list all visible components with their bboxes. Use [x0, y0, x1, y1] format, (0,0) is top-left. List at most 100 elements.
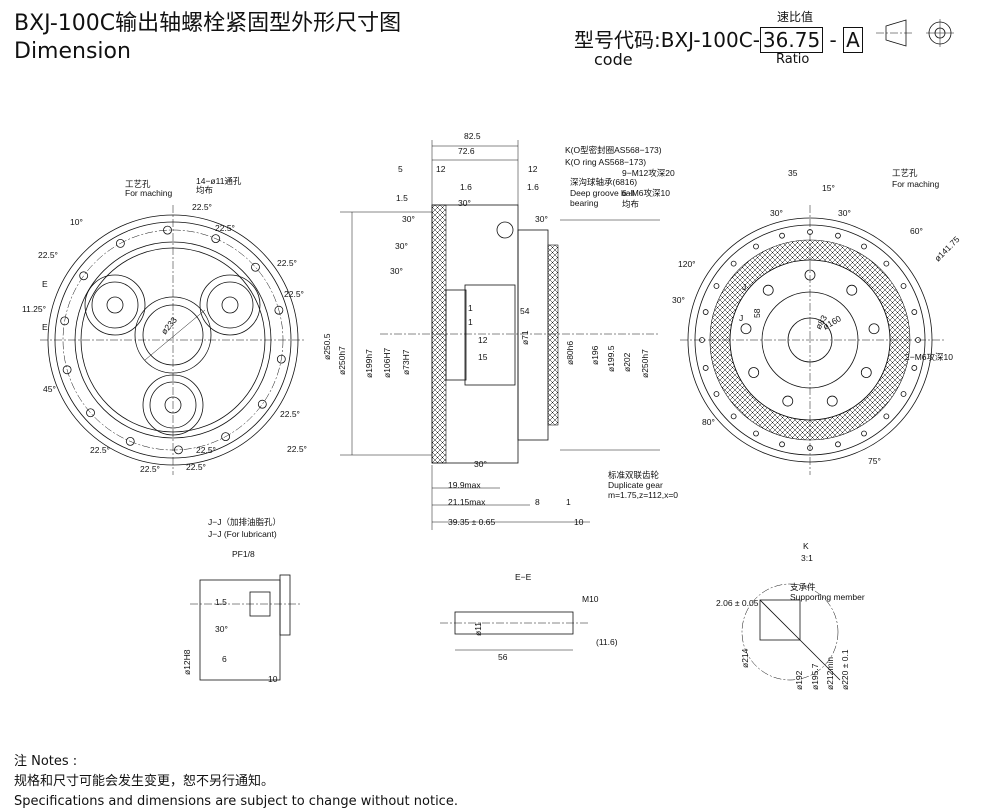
k-scale: 3:1	[801, 553, 813, 563]
section-diameter-10: ø250h7	[640, 349, 650, 378]
left-view-label-7: 22.5°	[38, 250, 58, 260]
section-bottom-dim-3: 8	[535, 497, 540, 507]
right-view-label-8: 30°	[838, 208, 851, 218]
outer-hole	[753, 243, 759, 250]
bolt-hole	[251, 262, 260, 272]
tapped-hole	[846, 284, 858, 296]
k-label-1: Supporting member	[790, 592, 865, 602]
jj-label-3: 6	[222, 654, 227, 664]
notes-line-cn: 规格和尺寸可能会发生变更，恕不另行通知。	[14, 774, 275, 789]
bolt-hole	[221, 432, 231, 442]
outer-hole	[702, 309, 709, 315]
section-inner-dim-3: 15	[478, 352, 488, 362]
section-top-dim-5: 1.5	[396, 193, 408, 203]
section-inner-dim-1: 1	[468, 317, 473, 327]
outer-hole	[753, 430, 759, 437]
bolt-hole	[125, 436, 135, 446]
outer-hole	[883, 413, 890, 420]
ee-label-0: M10	[582, 594, 599, 604]
section-angle-5: 30°	[474, 459, 487, 469]
outer-hole	[900, 283, 907, 289]
left-view-label-15: 22.5°	[280, 409, 300, 419]
notes-title: 注 Notes :	[14, 754, 78, 769]
bolt-hole	[86, 408, 95, 418]
right-view-label-9: 60°	[910, 226, 923, 236]
section-angle-3: 30°	[390, 266, 403, 276]
left-view-label-2: 14−ø11通孔	[196, 176, 242, 186]
left-view-label-0: 工艺孔	[125, 179, 151, 189]
notes: 注 Notes : 规格和尺寸可能会发生变更，恕不另行通知。 Specifica…	[14, 752, 458, 812]
right-view-label-7: 30°	[770, 208, 783, 218]
outer-hole	[911, 309, 918, 315]
section-top-dim-0: 82.5	[464, 131, 481, 141]
right-view-label-15: 58	[752, 308, 762, 318]
right-view-label-3: 35	[788, 168, 798, 178]
right-view-label-5: 工艺孔	[892, 168, 918, 178]
section-top-dim-2: 5	[398, 164, 403, 174]
right-view-label-0: 9−M12攻深20	[622, 168, 675, 178]
section-diameter-4: ø73H7	[401, 349, 411, 375]
section-diameter-6: ø80h6	[565, 341, 575, 365]
right-view-label-1: 6−M6攻深10	[622, 188, 670, 198]
section-top-dim-4: 12	[528, 164, 538, 174]
ratio-value: 36.75	[759, 27, 824, 53]
right-view-label-10: ø141.75	[932, 234, 961, 263]
outer-hole	[779, 232, 785, 239]
model-dash: -	[829, 28, 837, 52]
left-view-label-13: ø233	[159, 315, 179, 336]
section-callout-1: K(O ring AS568−173)	[565, 157, 646, 167]
k-label-0: 支承件	[790, 582, 816, 592]
ratio-label: Ratio	[776, 52, 810, 67]
bolt-hole	[79, 271, 89, 281]
projection-symbol	[876, 19, 954, 47]
detail-k	[741, 583, 841, 681]
bolt-hole	[60, 316, 70, 326]
ee-label-3: (11.6)	[596, 637, 618, 647]
tapped-hole	[748, 367, 760, 378]
right-view-label-2: 均布	[622, 199, 639, 209]
section-diameter-1: ø250h7	[337, 346, 347, 375]
left-view-label-5: 10°	[70, 217, 83, 227]
left-view-label-16: 22.5°	[287, 444, 307, 454]
detail-jj	[190, 574, 300, 681]
tapped-hole	[860, 367, 872, 378]
right-view-label-18: 2−M6攻深10	[905, 352, 953, 362]
tapped-hole	[740, 323, 752, 335]
left-view-label-19: 22.5°	[140, 464, 160, 474]
bolt-hole	[163, 225, 172, 235]
speed-ratio-label: 速比值	[777, 10, 814, 24]
right-view-label-6: For maching	[892, 179, 940, 189]
outer-hole	[911, 365, 918, 371]
outer-hole	[713, 283, 720, 289]
section-top-dim-7: 1.6	[527, 182, 539, 192]
section-bottom-dim-1: 21.15max	[448, 497, 486, 507]
outer-hole	[835, 441, 841, 448]
section-callout-3: Deep groove ball	[570, 188, 634, 198]
right-view-label-19: 80°	[702, 417, 715, 427]
bolt-hole	[274, 305, 284, 315]
model-prefix: 型号代码:BXJ-100C-	[574, 28, 760, 52]
section-bottom-dim-2: 39.35 ± 0.65	[448, 517, 495, 527]
section-diameter-0: ø250.5	[322, 333, 332, 360]
section-diameter-7: ø196	[590, 345, 600, 365]
section-angle-4: 30°	[535, 214, 548, 224]
bolt-hole	[174, 445, 183, 455]
code-label: code	[594, 50, 633, 69]
tapped-hole	[826, 395, 838, 407]
outer-hole	[779, 441, 785, 448]
outer-hole	[861, 243, 867, 250]
drawing-title-en: Dimension	[14, 39, 131, 64]
outer-hole	[730, 260, 737, 267]
jj-label-1: 1.5	[215, 597, 227, 607]
left-view-label-8: 22.5°	[277, 258, 297, 268]
tapped-hole	[762, 284, 774, 296]
outer-hole	[883, 260, 890, 267]
bolt-hole	[62, 365, 72, 375]
model-code: 型号代码:BXJ-100C-36.75 - A	[574, 24, 863, 53]
model-suffix: A	[843, 27, 863, 53]
section-callout-6: Duplicate gear	[608, 480, 663, 490]
section-callout-7: m=1.75,z=112,x=0	[608, 490, 678, 500]
k-label-2: 2.06 ± 0.05	[716, 598, 759, 608]
left-view-label-3: 均布	[196, 185, 213, 195]
